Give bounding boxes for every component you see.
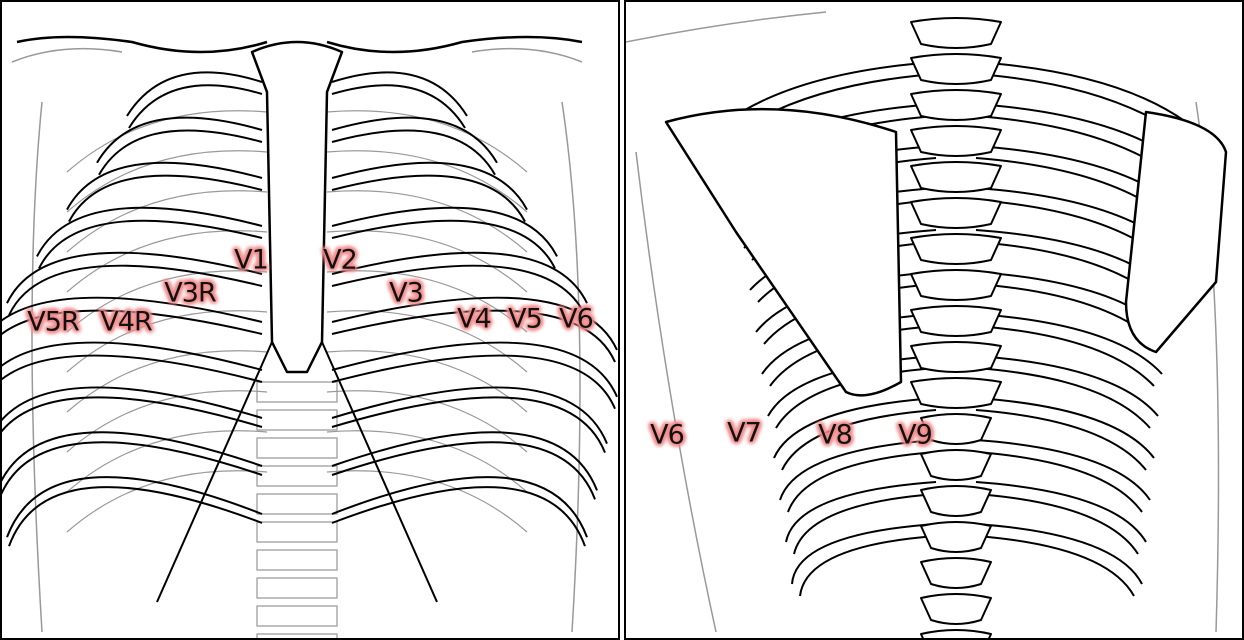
vertebra (920, 413, 992, 445)
vertebra (910, 269, 1002, 301)
rib (785, 481, 937, 555)
back-rib (66, 150, 268, 213)
rib (6, 476, 263, 547)
back-rib-cage-illustration (626, 11, 1228, 638)
vertebra (910, 89, 1002, 121)
back-rib (326, 110, 528, 173)
rib (66, 161, 263, 223)
rib (975, 523, 1143, 597)
vertebra (910, 305, 1002, 337)
clavicle (326, 35, 583, 54)
rib (773, 397, 937, 471)
vertebra (256, 465, 338, 487)
rib (331, 476, 588, 547)
lead-label-v4: V4 (457, 303, 492, 335)
rib (975, 397, 1155, 471)
vertebra (256, 549, 338, 571)
vertebra (910, 197, 1002, 229)
rib (331, 341, 618, 410)
rib (331, 386, 608, 453)
vertebra (910, 161, 1002, 193)
back-view: V6 V7 V8 V9 (624, 0, 1244, 640)
left-scapula (664, 107, 903, 397)
lead-label-v5r: V5R (27, 306, 79, 338)
vertebra (256, 493, 338, 515)
vertebra (910, 53, 1002, 85)
back-rib (66, 110, 268, 173)
right-scapula (1124, 110, 1228, 354)
rib (975, 439, 1151, 513)
rib (331, 206, 558, 269)
back-rib (66, 190, 268, 253)
lead-label-v1: V1 (234, 244, 269, 276)
rib (331, 71, 468, 129)
vertebra (256, 437, 338, 459)
rib (331, 161, 528, 223)
back-rib (66, 430, 268, 493)
lead-label-v3: V3 (389, 277, 424, 309)
rib (2, 296, 263, 336)
back-rib (326, 350, 528, 413)
rib (126, 71, 263, 129)
lead-label-v8: V8 (818, 419, 853, 451)
front-chest-view: V1 V2 V3R V3 V5R V4R V4 V5 V6 (0, 0, 620, 640)
lead-label-v6: V6 (559, 303, 594, 335)
vertebra (920, 485, 992, 517)
vertebra (910, 377, 1002, 409)
back-rib (66, 470, 268, 533)
vertebra (256, 381, 338, 403)
rib (2, 341, 263, 383)
vertebra (920, 629, 992, 638)
body-outline (11, 47, 583, 633)
back-rib (326, 190, 528, 253)
costal-margin (156, 341, 438, 603)
rib (767, 355, 937, 429)
back-rib (326, 150, 528, 213)
vertebra (256, 409, 338, 431)
rib (975, 355, 1159, 429)
lead-label-v6-back: V6 (650, 419, 685, 451)
rib (331, 431, 598, 500)
vertebra (920, 557, 992, 589)
vertebra (920, 521, 992, 553)
back-rib (326, 430, 528, 493)
vertebra (910, 341, 1002, 373)
back-rib (66, 270, 268, 333)
lead-label-v9: V9 (898, 419, 933, 451)
rib (36, 206, 263, 269)
rib (791, 523, 937, 597)
vertebra (256, 605, 338, 627)
rib (975, 313, 1163, 387)
sternum (250, 40, 344, 374)
vertebra (256, 633, 338, 638)
back-rib (66, 230, 268, 293)
back-rib (326, 270, 528, 333)
rib (975, 481, 1147, 555)
rib (2, 431, 263, 496)
vertebra (910, 233, 1002, 265)
lead-label-v4r: V4R (100, 306, 152, 338)
rib (331, 116, 498, 176)
rib (96, 116, 263, 176)
rib (6, 251, 263, 316)
vertebra (256, 577, 338, 599)
lead-label-v5: V5 (508, 303, 543, 335)
vertebra (920, 449, 992, 481)
back-rib (326, 230, 528, 293)
clavicle (16, 35, 268, 54)
lead-label-v3r: V3R (164, 277, 216, 309)
front-rib-cage-illustration (2, 35, 618, 638)
rib (779, 439, 937, 513)
back-rib (326, 470, 528, 533)
vertebra (920, 593, 992, 625)
lead-label-v2: V2 (323, 244, 358, 276)
back-rib (66, 350, 268, 413)
rib (331, 251, 588, 316)
vertebra (910, 17, 1002, 49)
vertebra (256, 521, 338, 543)
rib (2, 386, 263, 433)
vertebra (910, 125, 1002, 157)
rib (331, 296, 618, 363)
lead-label-v7: V7 (727, 417, 762, 449)
